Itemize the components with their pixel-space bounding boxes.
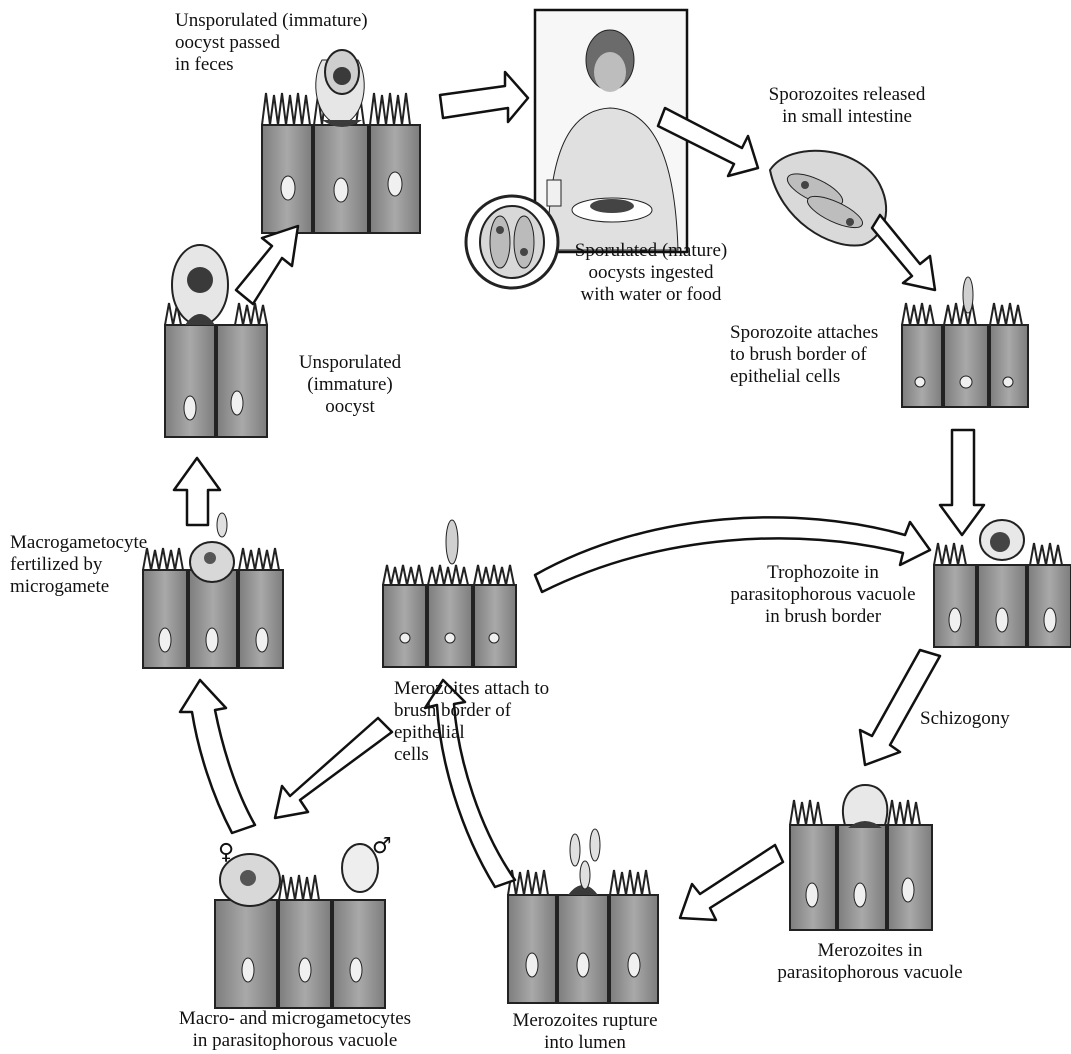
label-sporozoites-released: Sporozoites released in small intestine <box>768 84 926 127</box>
epithelium-gametocytes <box>214 843 386 1009</box>
arrow-rupture-to-attach <box>423 678 517 889</box>
male-symbol-icon: ♂ <box>372 834 392 859</box>
label-merozoites-rupture: Merozoites rupture into lumen <box>512 1010 658 1053</box>
epithelium-sporozoite-attached <box>901 276 1029 408</box>
epithelium-unsporulated-oocyst <box>164 244 268 438</box>
label-macro-microgametocytes: Macro- and microgametocytes in parasitop… <box>178 1008 412 1051</box>
label-sporozoite-attaches: Sporozoite attaches to brush border of e… <box>730 322 879 387</box>
epithelium-merozoites-rupture <box>507 828 659 1004</box>
arrow-trophozoite-to-schizogony <box>858 648 942 767</box>
arrow-oocyst-to-passed <box>234 224 300 306</box>
label-merozoites-attach: Merozoites attach to brush border of epi… <box>394 678 550 765</box>
label-unsporulated-oocyst: Unsporulated (immature) oocyst <box>298 352 402 417</box>
label-trophozoite: Trophozoite in parasitophorous vacuole i… <box>730 562 916 627</box>
label-schizogony: Schizogony <box>920 708 1010 729</box>
label-merozoites-in-vacuole: Merozoites in parasitophorous vacuole <box>777 940 963 983</box>
arrow-attach-to-trophozoite-long <box>533 516 932 594</box>
epithelium-merozoites-attach <box>382 519 517 668</box>
arrow-release-to-attach <box>870 213 937 292</box>
arrow-feces-to-ingestion <box>438 70 530 124</box>
person-eating-illustration <box>464 8 689 290</box>
label-oocyst-passed-in-feces: Unsporulated (immature) oocyst passed in… <box>175 10 368 75</box>
arrow-schizogony-to-rupture <box>678 843 785 922</box>
cycle-arrows <box>172 70 986 922</box>
arrow-ingestion-to-release <box>656 106 760 178</box>
arrow-attach-to-gametocytes <box>273 716 394 820</box>
epithelium-trophozoite <box>933 519 1071 648</box>
arrow-gametocytes-to-fertilized <box>178 678 257 835</box>
arrow-attach-to-trophozoite <box>938 428 986 537</box>
label-macrogametocyte-fertilized: Macrogametocyte fertilized by microgamet… <box>10 532 148 597</box>
label-sporulated-oocysts-ingested: Sporulated (mature) oocysts ingested wit… <box>574 240 728 305</box>
sporozoites-released-illustration <box>768 149 888 247</box>
epithelium-oocyst-passed <box>261 49 421 234</box>
arrow-fertilized-to-oocyst <box>172 456 222 527</box>
epithelium-macrogametocyte-fertilized <box>142 512 284 669</box>
epithelium-merozoites-in-vacuole <box>789 783 933 931</box>
female-symbol-icon: ♀ <box>218 840 235 865</box>
